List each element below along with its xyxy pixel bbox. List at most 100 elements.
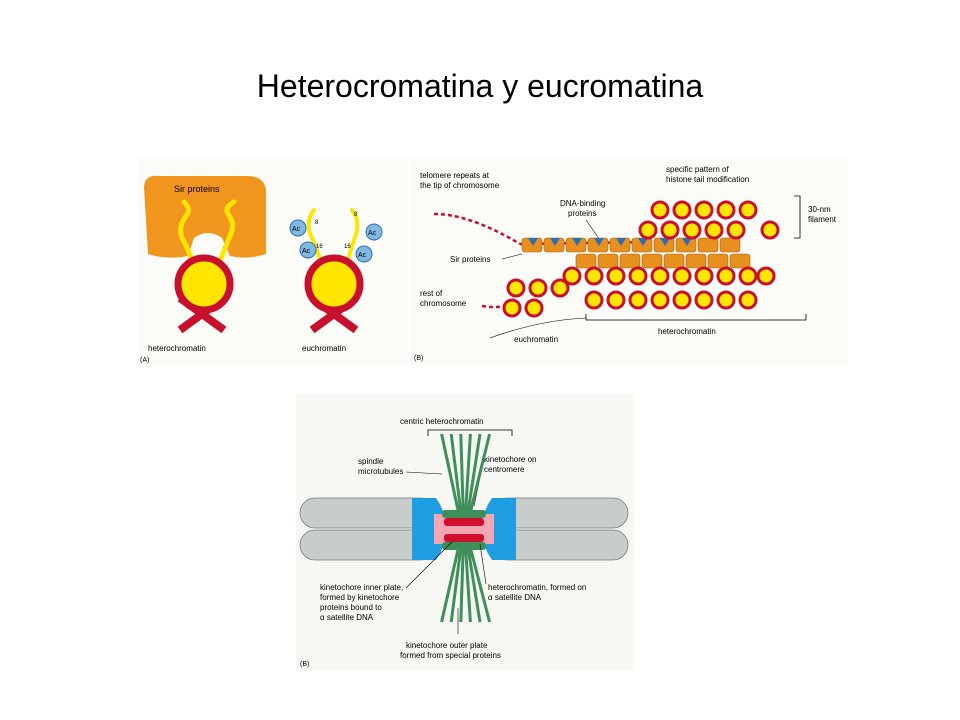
figure-b-diagram: telomere repeats at the tip of chromosom…	[414, 165, 837, 362]
nucleosome	[506, 278, 526, 298]
telomere-label-2: the tip of chromosome	[420, 181, 500, 190]
sir-protein-block	[719, 237, 741, 253]
nucleosome	[704, 220, 724, 240]
kinetochore-on-label-2: centromere	[484, 465, 525, 474]
dna-binding-leader	[585, 219, 601, 241]
acetyl-group-4	[355, 245, 373, 263]
nucleosome	[738, 266, 758, 286]
heterochromatin-bracket	[585, 314, 807, 321]
inner-plate-label-1: kinetochore inner plate,	[320, 583, 403, 592]
sir-leader	[501, 253, 523, 260]
pattern-label-2: histone tail modification	[666, 175, 749, 184]
nucleosome	[528, 278, 548, 298]
figure-b-chromatin-panel: telomere repeats at the tip of chromosom…	[410, 158, 848, 366]
rest-label-2: chromosome	[420, 299, 467, 308]
nucleosome-euchromatin	[304, 254, 364, 314]
kinetochore-inner-bottom	[444, 534, 484, 542]
dna-binding-protein	[682, 238, 692, 246]
sir-protein-block	[597, 253, 619, 269]
nucleosome	[672, 266, 692, 286]
sir-protein-block	[729, 253, 751, 269]
microtubule-bottom	[459, 547, 465, 623]
euchromatin-label-a: euchromatin	[302, 344, 346, 353]
nucleosome	[756, 266, 776, 286]
nucleosome	[738, 290, 758, 310]
figure-c-centromere-panel: centric heterochromatin spindle microtub…	[296, 394, 634, 670]
kinetochore-outer-top	[442, 510, 486, 518]
nucleosome	[660, 220, 680, 240]
microtubule-bottom	[464, 547, 472, 623]
nucleosome	[682, 220, 702, 240]
dna-binding-label-2: proteins	[568, 209, 596, 218]
kinetochore-on-label-1: kinetochore on	[484, 455, 536, 464]
nucleosome	[760, 220, 780, 240]
dna-binding-protein	[616, 238, 626, 246]
inner-plate-label-3: proteins bound to	[320, 603, 382, 612]
outer-plate-label-2: formed from special proteins	[400, 651, 501, 660]
sir-protein-block	[697, 237, 719, 253]
acetyl-group-2	[299, 241, 317, 259]
nucleosome	[650, 266, 670, 286]
euchromatin-label-b: euchromatin	[514, 335, 558, 344]
sir-proteins-label-b: Sir proteins	[450, 255, 490, 264]
microtubule-top	[459, 433, 465, 513]
nucleosome	[524, 298, 544, 318]
nucleosome	[694, 200, 714, 220]
panel-label-c: (B)	[300, 661, 309, 668]
nucleosome	[628, 266, 648, 286]
nucleosome	[650, 290, 670, 310]
spindle-leader	[405, 471, 443, 475]
dna-binding-label-1: DNA-binding	[560, 199, 605, 208]
centric-bracket	[427, 429, 513, 436]
nucleosome-heterochromatin	[174, 254, 234, 314]
nucleosome	[672, 290, 692, 310]
nucleosome	[726, 220, 746, 240]
panel-label-a: (A)	[140, 357, 149, 364]
nucleosome	[562, 266, 582, 286]
sir-protein-block	[619, 253, 641, 269]
nucleosome	[716, 266, 736, 286]
nucleosome	[628, 290, 648, 310]
inner-plate-leader	[405, 541, 453, 589]
sir-protein-block	[575, 253, 597, 269]
nucleosome	[584, 290, 604, 310]
nucleosome	[672, 200, 692, 220]
acetyl-label-1: Ac	[292, 226, 301, 233]
kinetochore-outer-bottom	[442, 542, 486, 550]
sir-protein-block	[663, 253, 685, 269]
outer-plate-label-1: kinetochore outer plate	[406, 641, 488, 650]
filament-label-2: filament	[808, 215, 837, 224]
rest-label-1: rest of	[420, 289, 443, 298]
heterochromatin-right-block	[482, 498, 516, 560]
microtubule-bottom	[440, 547, 460, 623]
centric-label: centric heterochromatin	[400, 417, 484, 426]
nucleosome	[694, 290, 714, 310]
nucleosome-array	[502, 200, 780, 318]
microtubule-top	[468, 433, 492, 513]
histone-tail-left-a	[178, 199, 197, 269]
nucleosome	[650, 200, 670, 220]
microtubule-top	[466, 433, 482, 513]
histone-tail-left-b	[306, 208, 324, 268]
acetyl-group-3	[365, 223, 383, 241]
heterochromatin-formed-label-2: α satellite DNA	[488, 593, 542, 602]
microtubule-top	[449, 433, 463, 513]
acetyl-label-2: Ac	[302, 248, 311, 255]
pattern-label-1: specific pattern of	[666, 165, 729, 174]
inner-plate-label-2: formed by kinetochore	[320, 593, 400, 602]
nucleosome	[550, 278, 570, 298]
filament-bracket	[794, 195, 801, 239]
inner-plate-label-4: α satellite DNA	[320, 613, 374, 622]
spindle-label-2: microtubules	[358, 467, 403, 476]
dna-binding-protein	[660, 238, 670, 246]
nucleosome	[716, 200, 736, 220]
heterochromatin-formed-label-1: heterochromatin, formed on	[488, 583, 586, 592]
telomere-dna-dashed	[433, 212, 521, 246]
kinetochore-inner-top	[444, 518, 484, 526]
microtubule-top	[464, 433, 472, 513]
residue-16-left: 16	[316, 244, 323, 250]
microtubule-bottom	[468, 547, 492, 623]
nucleosome	[738, 200, 758, 220]
nucleosome	[716, 290, 736, 310]
dna-binding-protein	[528, 238, 538, 246]
